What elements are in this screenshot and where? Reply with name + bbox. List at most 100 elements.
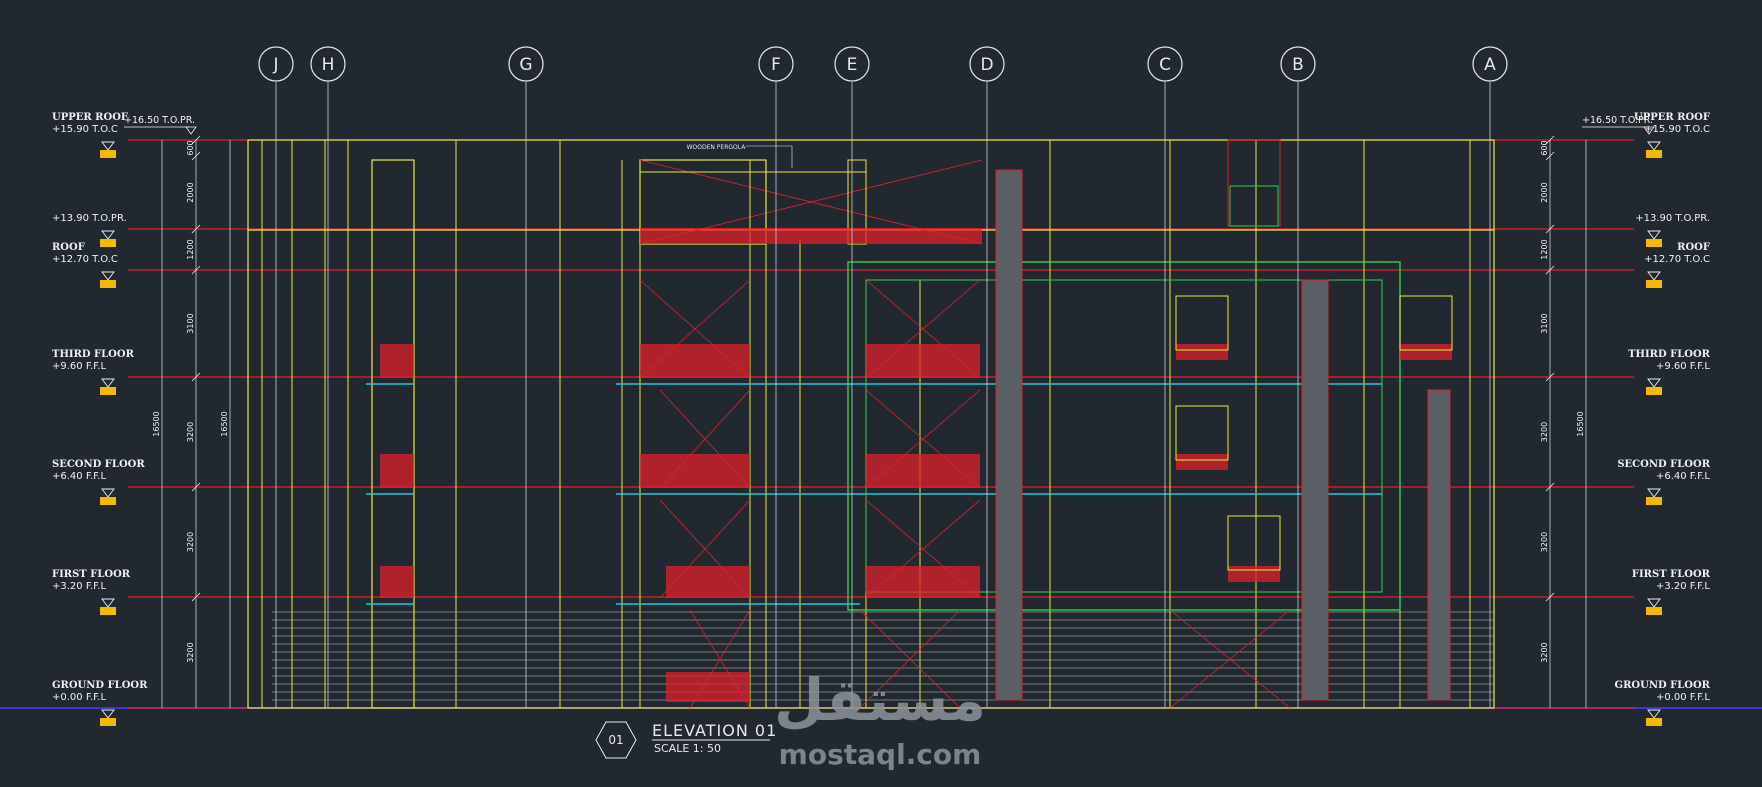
- dimension-segment-label: 3200: [1540, 422, 1549, 442]
- watermark-latin: mostaql.com: [779, 738, 982, 771]
- dimension-strings: [161, 140, 1587, 708]
- level-name-third-floor-left: THIRD FLOOR: [52, 349, 135, 360]
- level-name-first-floor-left: FIRST FLOOR: [52, 569, 131, 580]
- level-triangle-icon: [101, 378, 115, 388]
- dimension-total-label: 16500: [220, 411, 229, 436]
- grid-label-d: D: [980, 55, 993, 75]
- level-name-ground-floor-left: GROUND FLOOR: [52, 680, 148, 691]
- level-name-upper-roof-right: UPPER ROOF: [1634, 112, 1710, 123]
- title-scale: SCALE 1: 50: [654, 742, 721, 755]
- grid-label-g: G: [519, 55, 532, 75]
- dimension-total-label: 16500: [1576, 411, 1585, 436]
- dimension-segment-label: 2000: [1540, 182, 1549, 202]
- grid-bubble-e: [834, 46, 870, 82]
- level-triangle-icon: [101, 141, 115, 151]
- dimension-segment-label: 600: [186, 140, 195, 155]
- dimension-total-label: 16500: [152, 411, 161, 436]
- title-number: 01: [608, 733, 623, 747]
- level-value-first-floor-left: +3.20 F.F.L: [52, 581, 106, 592]
- grid-bubble-h: [310, 46, 346, 82]
- level-marker-block-icon: [100, 387, 116, 395]
- dimension-segment-label: 3200: [1540, 532, 1549, 552]
- level-value-top-parapet-right: +13.90 T.O.PR.: [1635, 213, 1710, 224]
- grid-label-h: H: [322, 55, 335, 75]
- level-note-upper-roof-right: +16.50 T.O.PR.: [1582, 115, 1653, 126]
- level-marker-block-icon: [100, 718, 116, 726]
- dimension-segment-label: 3200: [186, 532, 195, 552]
- level-marker-block-icon: [1646, 150, 1662, 158]
- level-name-third-floor-right: THIRD FLOOR: [1628, 349, 1711, 360]
- level-marker-block-icon: [100, 150, 116, 158]
- watermark-arabic: مستقل: [774, 666, 986, 734]
- grid-label-a: A: [1484, 55, 1496, 75]
- level-name-second-floor-right: SECOND FLOOR: [1617, 459, 1710, 470]
- watermark: مستقل mostaql.com: [774, 666, 986, 771]
- level-name-first-floor-right: FIRST FLOOR: [1632, 569, 1711, 580]
- level-value-ground-floor-right: +0.00 F.F.L: [1656, 692, 1710, 703]
- level-triangle-icon: [101, 709, 115, 719]
- grid-bubble-g: [508, 46, 544, 82]
- level-triangle-icon: [1647, 709, 1661, 719]
- level-marker-block-icon: [1646, 718, 1662, 726]
- level-triangle-icon: [1647, 141, 1661, 151]
- level-triangle-icon: [101, 488, 115, 498]
- grid-label-f: F: [771, 55, 781, 75]
- level-triangle-icon: [101, 271, 115, 281]
- dimension-segment-label: 3200: [186, 642, 195, 662]
- level-marker-block-icon: [1646, 607, 1662, 615]
- dimension-segment-label: 1200: [1540, 239, 1549, 259]
- grid-bubble-c: [1147, 46, 1183, 82]
- pergola-label: WOODEN PERGOLA: [687, 144, 747, 151]
- level-triangle-icon: [1647, 378, 1661, 388]
- level-value-roof-right: +12.70 T.O.C: [1644, 254, 1710, 265]
- grid-label-j: J: [272, 55, 278, 75]
- grid-label-b: B: [1292, 55, 1304, 75]
- level-name-roof-right: ROOF: [1677, 242, 1710, 253]
- level-marker-block-icon: [1646, 497, 1662, 505]
- dimension-segment-label: 3100: [1540, 313, 1549, 333]
- dimension-segment-label: 2000: [186, 182, 195, 202]
- level-triangle-icon: [101, 230, 115, 240]
- grid-label-e: E: [847, 55, 858, 75]
- grid-bubble-f: [758, 46, 794, 82]
- vertical-louvres: [995, 169, 1451, 701]
- level-value-first-floor-right: +3.20 F.F.L: [1656, 581, 1710, 592]
- building-structure: [247, 139, 1495, 709]
- dimension-labels: 600 600 2000 2000 1200 1200 3100 3100 3200 3200 32…: [152, 135, 1585, 663]
- level-name-second-floor-left: SECOND FLOOR: [52, 459, 145, 470]
- level-marker-block-icon: [1646, 387, 1662, 395]
- level-value-third-floor-left: +9.60 F.F.L: [52, 361, 106, 372]
- level-name-ground-floor-right: GROUND FLOOR: [1615, 680, 1711, 691]
- title-block: 01 ELEVATION 01 SCALE 1: 50: [595, 721, 776, 759]
- level-markers: UPPER ROOF+15.90 T.O.C+16.50 T.O.PR.UPPE…: [52, 112, 1711, 726]
- level-marker-block-icon: [1646, 280, 1662, 288]
- grid-bubble-b: [1280, 46, 1316, 82]
- level-triangle-icon: [1647, 488, 1661, 498]
- dimension-segment-label: 600: [1540, 140, 1549, 155]
- level-value-third-floor-right: +9.60 F.F.L: [1656, 361, 1710, 372]
- level-triangle-icon: [101, 598, 115, 608]
- title-number-hexagon: [595, 721, 637, 759]
- level-value-second-floor-left: +6.40 F.F.L: [52, 471, 106, 482]
- level-value-top-parapet-left: +13.90 T.O.PR.: [52, 213, 127, 224]
- level-triangle-icon: [1647, 598, 1661, 608]
- grid-label-c: C: [1159, 55, 1171, 75]
- level-marker-block-icon: [100, 239, 116, 247]
- level-marker-block-icon: [1646, 239, 1662, 247]
- level-note-upper-roof-left: +16.50 T.O.PR.: [124, 115, 195, 126]
- level-name-upper-roof-left: UPPER ROOF: [52, 112, 128, 123]
- level-value-roof-left: +12.70 T.O.C: [52, 254, 118, 265]
- dimension-segment-label: 3100: [186, 313, 195, 333]
- grid-bubble-j: [258, 46, 294, 82]
- ground-floor-shutters: [272, 611, 1494, 701]
- dimension-segment-label: 3200: [186, 422, 195, 442]
- dimension-segment-label: 3200: [1540, 642, 1549, 662]
- level-marker-block-icon: [100, 497, 116, 505]
- dimension-segment-label: 1200: [186, 239, 195, 259]
- level-marker-block-icon: [100, 280, 116, 288]
- level-value-upper-roof-left: +15.90 T.O.C: [52, 124, 118, 135]
- grid-bubble-d: [969, 46, 1005, 82]
